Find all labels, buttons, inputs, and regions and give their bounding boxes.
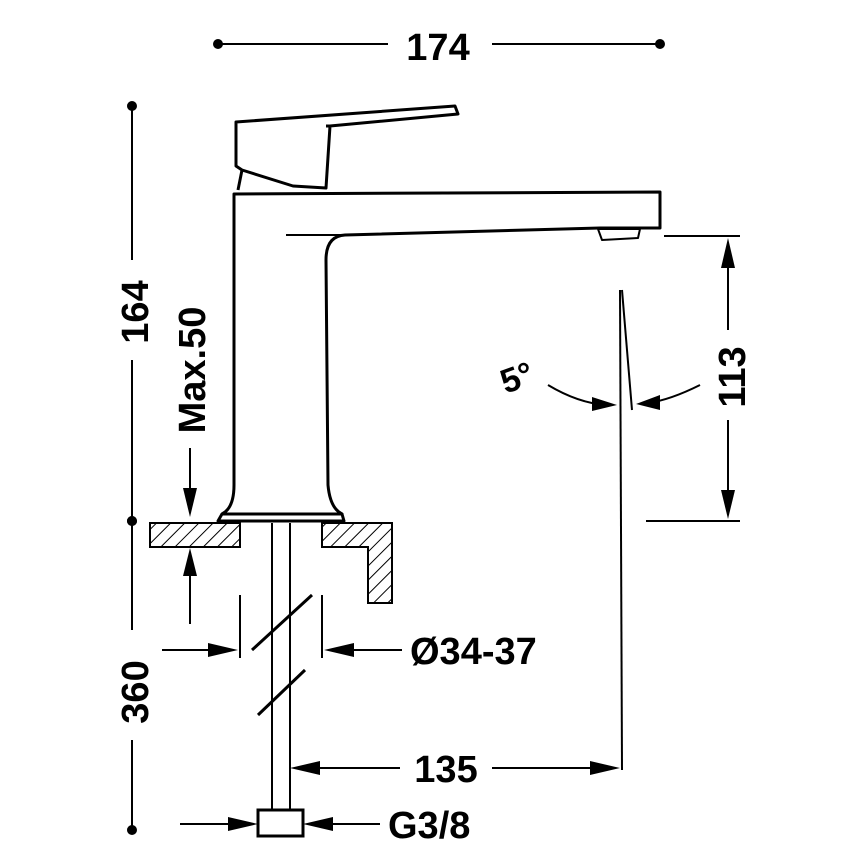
spout-reach-dimension: 135 (290, 289, 633, 791)
hose-length-label: 360 (115, 660, 157, 723)
hole-diameter-label: Ø34-37 (410, 631, 537, 673)
max-thickness-label: Max.50 (172, 307, 214, 434)
connector-nut (256, 808, 305, 838)
countertop-section (149, 522, 393, 604)
handle-lever (234, 104, 460, 190)
connection-label: G3/8 (388, 805, 470, 847)
connection-dimension: G3/8 (180, 805, 470, 847)
hole-diameter-dimension: Ø34-37 (162, 631, 537, 673)
angle-label: 5° (495, 355, 539, 402)
supply-hose (239, 523, 323, 838)
spout-column (220, 190, 662, 516)
spout-reach-label: 135 (414, 749, 477, 791)
width-label: 174 (406, 27, 469, 69)
max-thickness-dimension: Max.50 (172, 307, 214, 624)
height-dimension: 164 (115, 101, 157, 526)
spout-height-dimension: 113 (646, 235, 754, 522)
angle-dimension: 5° (495, 355, 701, 411)
width-dimension: 174 (213, 27, 665, 69)
spout-height-label: 113 (712, 346, 754, 407)
height-label: 164 (115, 280, 157, 343)
aerator (597, 228, 641, 241)
hose-length-dimension: 360 (115, 516, 157, 835)
base-ring (216, 512, 346, 523)
faucet-body (216, 104, 662, 523)
